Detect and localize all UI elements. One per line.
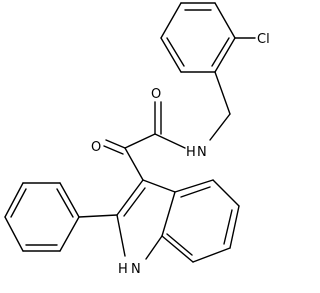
keto-co-bond-2: [103, 145, 124, 155]
ring-ch2-bond: [214, 71, 231, 115]
amide-c-n-bond: [154, 133, 186, 149]
amide-hydrogen-label: H: [186, 145, 196, 160]
canvas-background: [0, 0, 285, 293]
indole-benzene-ring: [161, 179, 240, 263]
chlorophenyl-ring: [160, 2, 236, 73]
indole-nitrogen-label: N: [131, 262, 141, 277]
amide-oxygen-label: O: [151, 87, 161, 102]
indole-phenyl-bond: [78, 214, 118, 218]
carbonyl-carbonyl-bond: [124, 133, 156, 149]
keto-indole-bond: [124, 147, 144, 181]
ch2-n-bond: [209, 113, 231, 141]
amide-nitrogen-label: N: [197, 145, 207, 160]
phenyl-ring: [4, 182, 80, 252]
chlorine-label: Cl: [257, 32, 270, 47]
indole-hydrogen-label: H: [118, 262, 128, 277]
molecule-structure: Cl N H O O H N: [0, 0, 285, 293]
pyrrole-ring: [116, 179, 176, 260]
keto-oxygen-label: O: [91, 140, 101, 155]
keto-co-bond-1: [105, 139, 126, 149]
